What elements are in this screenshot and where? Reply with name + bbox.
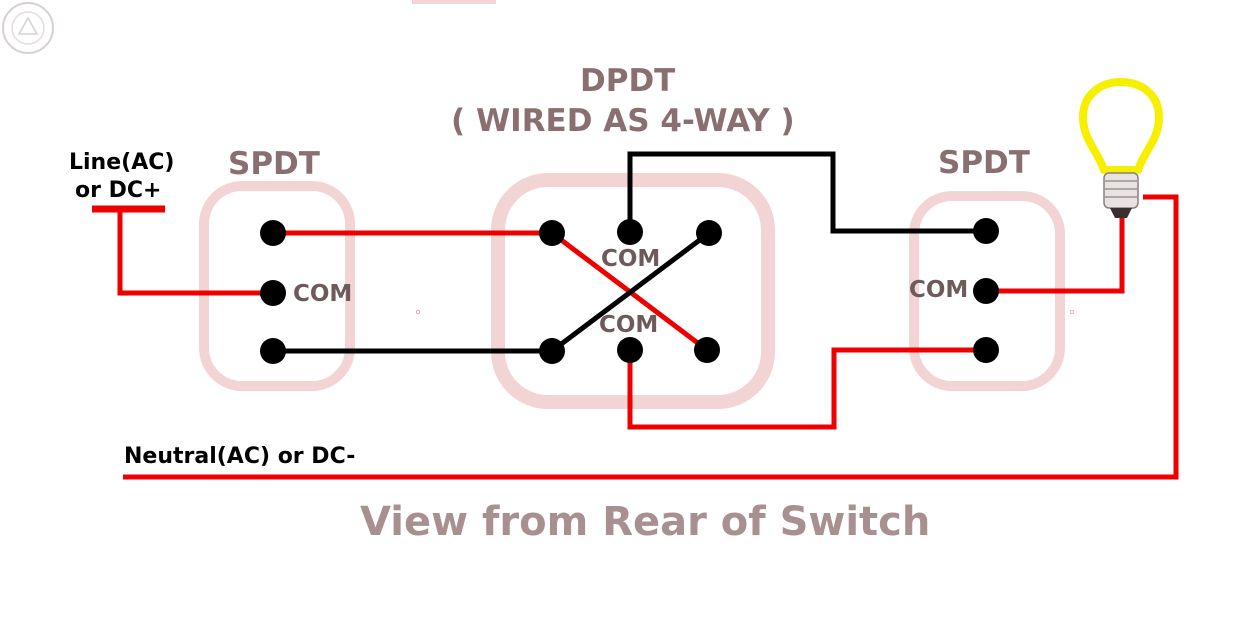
- stray-mark: [415, 309, 420, 314]
- right-com-to-lamp-wire: [986, 214, 1125, 294]
- right-terminal-com: [973, 278, 999, 304]
- watermark-seal-icon: [2, 2, 54, 54]
- left-terminal-com: [260, 280, 286, 306]
- dpdt-terminal-com-bottom: [617, 337, 643, 363]
- middle-switch-subtitle: ( WIRED AS 4-WAY ): [451, 103, 795, 139]
- right-terminal-bottom: [973, 337, 999, 363]
- dpdt-com-label-bottom: COM: [599, 312, 659, 338]
- dpdt-terminal-top-right: [696, 220, 722, 246]
- dpdt-terminal-top-left: [539, 220, 565, 246]
- dpdt-terminal-bottom-left: [539, 338, 565, 364]
- dpdt-terminal-bottom-right: [694, 337, 720, 363]
- right-terminal-top: [973, 218, 999, 244]
- top-edge-fragment: [412, 0, 496, 4]
- dpdt-com-to-right-wire: [627, 347, 986, 430]
- stray-mark: [1070, 309, 1075, 314]
- left-switch-outline: [199, 181, 355, 391]
- left-terminal-top: [260, 220, 286, 246]
- footer-caption: View from Rear of Switch: [360, 499, 931, 545]
- dpdt-com-label-top: COM: [601, 246, 661, 272]
- light-bulb-icon: [1079, 78, 1163, 218]
- dc-plus-label: or DC+: [75, 178, 162, 203]
- right-com-label: COM: [909, 277, 969, 303]
- dpdt-cross-wire-black: [550, 231, 711, 353]
- left-switch-title: SPDT: [228, 146, 320, 182]
- neutral-return-wire: [123, 194, 1179, 480]
- line-to-left-com-wire: [117, 209, 273, 296]
- dpdt-terminal-com-top: [617, 219, 643, 245]
- neutral-label: Neutral(AC) or DC-: [124, 444, 356, 469]
- middle-switch-title: DPDT: [580, 63, 676, 99]
- left-com-label: COM: [293, 281, 353, 307]
- right-switch-title: SPDT: [938, 145, 1030, 181]
- line-label: Line(AC): [69, 150, 175, 175]
- left-terminal-bottom: [260, 338, 286, 364]
- middle-switch-outline: [491, 173, 775, 409]
- dpdt-com-to-right-top-wire: [627, 151, 986, 234]
